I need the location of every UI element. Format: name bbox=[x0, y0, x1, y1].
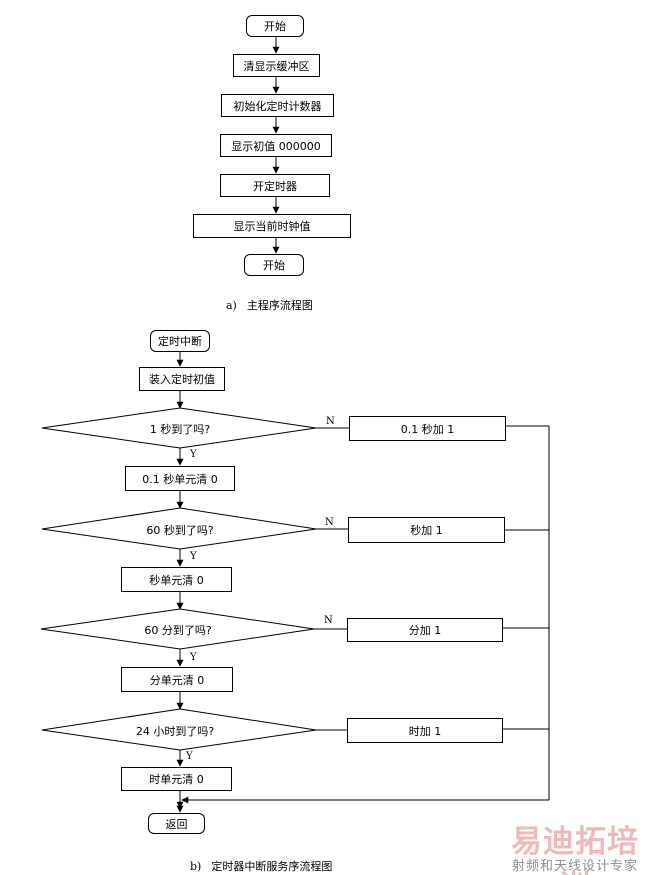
clear-s-step: 秒单元清 0 bbox=[121, 567, 232, 592]
isr-entry-terminal: 定时中断 bbox=[150, 330, 210, 352]
add-01s-step: 0.1 秒加 1 bbox=[349, 416, 506, 441]
yes-label-4: Y bbox=[186, 751, 193, 762]
decision-60m-label: 60 分到了吗? bbox=[144, 624, 212, 637]
decision-60s-diamond bbox=[41, 507, 317, 550]
decision-1s-diamond bbox=[41, 407, 317, 449]
main-caption-index: a) bbox=[226, 299, 237, 312]
decision-24h-label: 24 小时到了吗? bbox=[135, 725, 215, 738]
yes-label-1: Y bbox=[190, 449, 197, 460]
add-h-step: 时加 1 bbox=[347, 718, 503, 743]
decision-24h-diamond bbox=[41, 708, 317, 751]
no-label-1: N bbox=[326, 416, 335, 427]
no-label-2: N bbox=[325, 517, 334, 528]
clear-h-step: 时单元清 0 bbox=[121, 767, 232, 791]
main-end-terminal: 开始 bbox=[244, 254, 304, 276]
main-clear-buffer-step: 清显示缓冲区 bbox=[233, 54, 320, 77]
clear-m-step: 分单元清 0 bbox=[121, 667, 233, 692]
decision-1s-label: 1 秒到了吗? bbox=[149, 423, 211, 436]
no-label-3: N bbox=[324, 615, 333, 626]
main-init-counter-step: 初始化定时计数器 bbox=[221, 94, 334, 117]
add-s-step: 秒加 1 bbox=[348, 517, 505, 543]
main-caption: a) 主程序流程图 bbox=[226, 297, 313, 313]
isr-return-terminal: 返回 bbox=[148, 813, 205, 834]
watermark-logo: 易迪拓培训 射频和天线设计专家 bbox=[500, 816, 650, 875]
yes-label-2: Y bbox=[190, 551, 197, 562]
isr-load-init-step: 装入定时初值 bbox=[139, 367, 225, 391]
add-m-step: 分加 1 bbox=[347, 618, 503, 642]
yes-label-3: Y bbox=[190, 652, 197, 663]
decision-60s-label: 60 秒到了吗? bbox=[146, 524, 214, 537]
clear-01s-step: 0.1 秒单元清 0 bbox=[125, 466, 235, 491]
main-start-timer-step: 开定时器 bbox=[220, 174, 330, 197]
watermark-subtitle: 射频和天线设计专家 bbox=[511, 859, 638, 874]
main-show-clock-step: 显示当前时钟值 bbox=[193, 214, 351, 238]
main-caption-text: 主程序流程图 bbox=[246, 299, 313, 312]
main-start-terminal: 开始 bbox=[246, 15, 304, 37]
isr-caption-text: 定时器中断服务序流程图 bbox=[211, 860, 333, 873]
watermark-title: 易迪拓培训 bbox=[511, 824, 639, 875]
decision-60m-diamond bbox=[40, 608, 315, 650]
isr-caption: b) 定时器中断服务序流程图 bbox=[190, 858, 332, 874]
isr-caption-index: b) bbox=[190, 860, 202, 873]
main-show-init-step: 显示初值 000000 bbox=[220, 134, 332, 157]
